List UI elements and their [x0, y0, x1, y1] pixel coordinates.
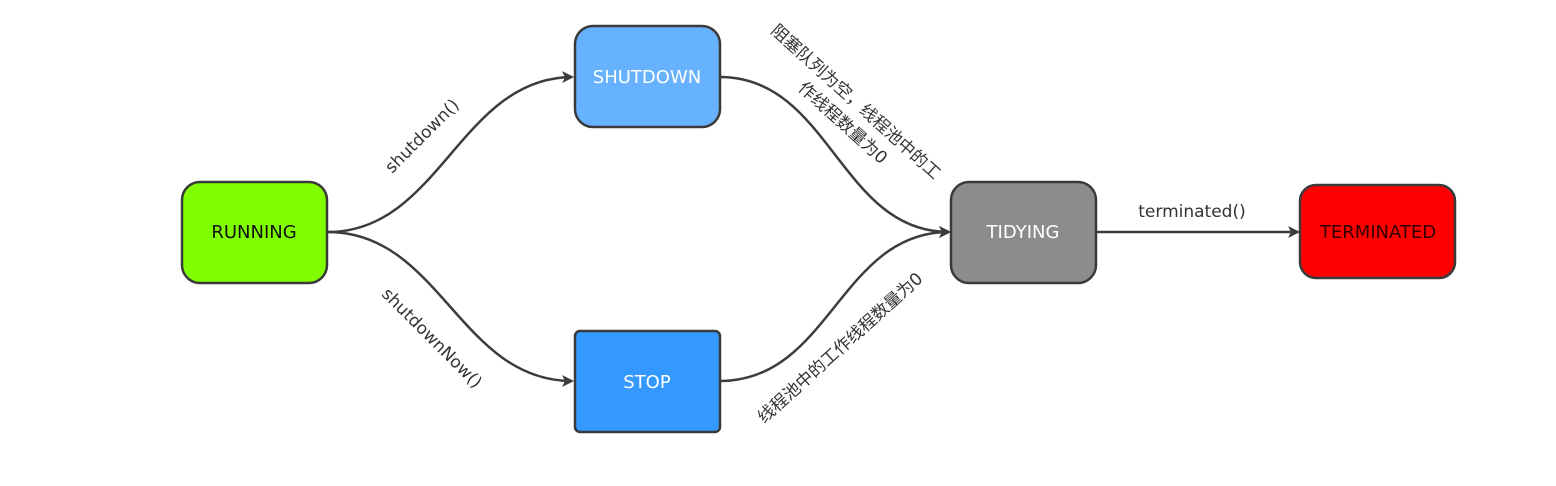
node-tidying-box [949, 180, 1098, 285]
edge-running-to-stop [327, 230, 574, 387]
node-terminated-label: TERMINATED [1319, 222, 1436, 243]
node-stop: STOP [573, 329, 722, 434]
node-shutdown-label: SHUTDOWN [593, 67, 701, 88]
edge-running-to-shutdown [327, 71, 574, 234]
node-stop-label: STOP [623, 372, 671, 393]
edge-label-shutdown: shutdown() [381, 95, 463, 177]
node-running: RUNNING [180, 180, 329, 285]
node-terminated-box [1298, 183, 1457, 280]
edge-label-terminated: terminated() [1138, 202, 1245, 222]
edge-label-shutdown-now: shutdownNow() [377, 284, 485, 392]
edge-stop-to-tidying [719, 226, 951, 383]
node-terminated: TERMINATED [1298, 183, 1457, 280]
node-tidying: TIDYING [949, 180, 1098, 285]
node-shutdown-box [573, 24, 722, 129]
node-shutdown: SHUTDOWN [573, 24, 722, 129]
node-tidying-label: TIDYING [986, 222, 1060, 243]
node-running-label: RUNNING [211, 222, 296, 243]
edge-label-workers-zero: 线程池中的工作线程数量为0 [754, 269, 927, 428]
edge-shutdown-to-tidying [719, 75, 951, 238]
node-running-box [180, 180, 329, 285]
edge-label-queue-empty-line1: 阻塞队列为空，线程池中的工 [767, 21, 945, 184]
node-stop-box [573, 329, 722, 434]
